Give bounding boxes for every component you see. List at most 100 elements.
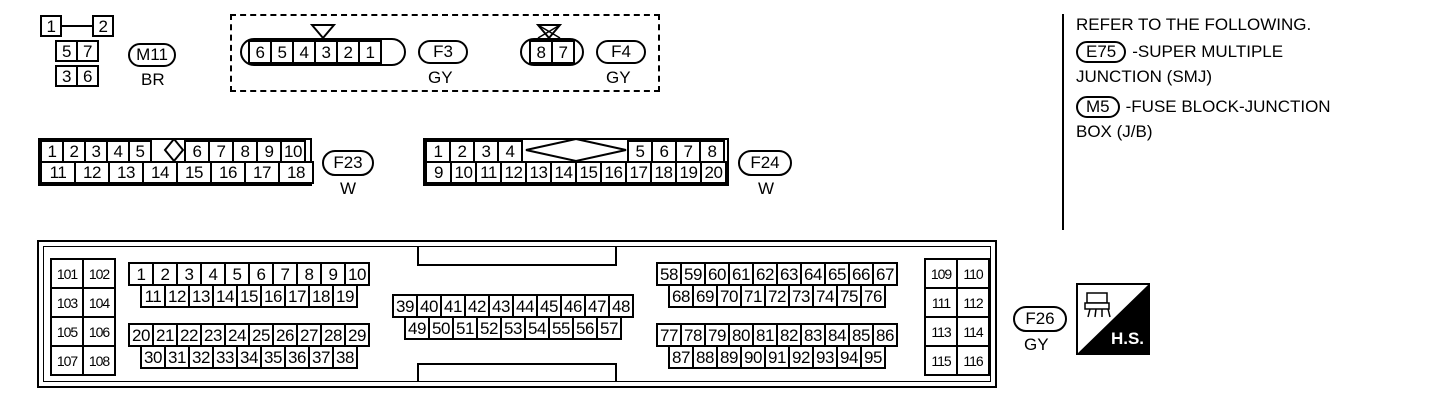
pin-m11-6: 6 [76, 65, 99, 87]
pin-f23-11: 11 [40, 161, 76, 184]
pin-f24-7: 7 [675, 140, 701, 163]
pin-f26-18: 18 [308, 284, 334, 308]
lock-tab-f4-icon [536, 24, 562, 40]
pin-f24-4: 4 [497, 140, 523, 163]
pin-f26-109: 109 [924, 258, 958, 289]
pin-f26-33: 33 [212, 345, 238, 369]
pin-f24-1: 1 [425, 140, 451, 163]
pin-f23-14: 14 [142, 161, 178, 184]
pin-f3-6: 6 [248, 40, 272, 64]
pin-f26-39: 39 [392, 294, 418, 318]
pin-f26-72: 72 [764, 284, 790, 308]
pin-m11-1: 1 [40, 15, 62, 37]
pin-f26-16: 16 [260, 284, 286, 308]
pin-f26-59: 59 [680, 262, 706, 286]
reference-heading: REFER TO THE FOLLOWING. [1076, 15, 1312, 34]
pin-f24-9: 9 [425, 161, 452, 184]
pin-f26-49: 49 [404, 316, 430, 340]
pin-f26-80: 80 [728, 323, 754, 347]
pin-f26-76: 76 [860, 284, 886, 308]
dashed-enclosure [230, 14, 660, 92]
pin-f26-20: 20 [128, 323, 154, 347]
pin-f26-89: 89 [716, 345, 742, 369]
connector-color-f26: GY [1024, 335, 1049, 354]
pin-f26-82: 82 [776, 323, 802, 347]
pin-f3-3: 3 [314, 40, 338, 64]
pin-f26-14: 14 [212, 284, 238, 308]
pin-f26-8: 8 [296, 262, 322, 286]
connector-color-f3: GY [428, 68, 453, 87]
pin-f26-69: 69 [692, 284, 718, 308]
pin-f26-106: 106 [82, 316, 116, 347]
connector-label-f23: F23 [322, 150, 374, 176]
pin-f26-50: 50 [428, 316, 454, 340]
pin-f24-12: 12 [500, 161, 527, 184]
pin-f26-31: 31 [164, 345, 190, 369]
pin-f26-62: 62 [752, 262, 778, 286]
pin-f26-92: 92 [788, 345, 814, 369]
pin-f26-93: 93 [812, 345, 838, 369]
pin-f26-10: 10 [344, 262, 370, 286]
pin-f26-29: 29 [344, 323, 370, 347]
pin-f26-73: 73 [788, 284, 814, 308]
pin-f26-85: 85 [848, 323, 874, 347]
pin-f23-2: 2 [62, 140, 86, 163]
pin-f23-9: 9 [256, 140, 282, 163]
pin-f26-58: 58 [656, 262, 682, 286]
pin-f26-61: 61 [728, 262, 754, 286]
pin-f26-30: 30 [140, 345, 166, 369]
pin-f23-18: 18 [278, 161, 314, 184]
pin-f26-103: 103 [50, 287, 84, 318]
pin-f26-71: 71 [740, 284, 766, 308]
pin-f23-12: 12 [74, 161, 110, 184]
pin-f26-68: 68 [668, 284, 694, 308]
pin-f24-5: 5 [627, 140, 653, 163]
pin-f26-46: 46 [560, 294, 586, 318]
pin-f26-102: 102 [82, 258, 116, 289]
pin-f26-64: 64 [800, 262, 826, 286]
lock-tab-f23-icon [163, 138, 185, 162]
pin-f26-57: 57 [596, 316, 622, 340]
m11-bridge [62, 25, 92, 27]
pin-f26-108: 108 [82, 345, 116, 376]
pin-m11-5: 5 [55, 40, 78, 62]
pin-f26-81: 81 [752, 323, 778, 347]
pin-f26-45: 45 [536, 294, 562, 318]
pin-f26-114: 114 [956, 316, 990, 347]
pin-f3-2: 2 [336, 40, 360, 64]
connector-label-f4: F4 [596, 40, 646, 64]
pin-f26-104: 104 [82, 287, 116, 318]
pin-f26-9: 9 [320, 262, 346, 286]
pin-f26-113: 113 [924, 316, 958, 347]
reference-text-e75-a: -SUPER MULTIPLE [1132, 42, 1284, 61]
pin-f26-87: 87 [668, 345, 694, 369]
pin-f26-66: 66 [848, 262, 874, 286]
pin-f26-21: 21 [152, 323, 178, 347]
pin-f26-78: 78 [680, 323, 706, 347]
pin-f26-52: 52 [476, 316, 502, 340]
pin-f23-16: 16 [210, 161, 246, 184]
pin-f26-36: 36 [284, 345, 310, 369]
pin-f26-27: 27 [296, 323, 322, 347]
pin-f26-28: 28 [320, 323, 346, 347]
pin-f26-74: 74 [812, 284, 838, 308]
pin-f26-86: 86 [872, 323, 898, 347]
pin-f24-14: 14 [550, 161, 577, 184]
pin-f26-1: 1 [128, 262, 154, 286]
pin-f26-5: 5 [224, 262, 250, 286]
pin-f3-1: 1 [358, 40, 382, 64]
pin-m11-2: 2 [92, 15, 114, 37]
connector-f26-top-notch [417, 246, 617, 266]
connector-label-f24: F24 [738, 150, 792, 176]
reference-item-e75: E75-SUPER MULTIPLE [1076, 41, 1283, 63]
pin-f4-7: 7 [551, 40, 575, 64]
pin-f26-54: 54 [524, 316, 550, 340]
pin-f26-38: 38 [332, 345, 358, 369]
pin-f26-79: 79 [704, 323, 730, 347]
pin-f23-4: 4 [106, 140, 130, 163]
pin-f23-17: 17 [244, 161, 280, 184]
connector-color-f24: W [758, 179, 775, 198]
pin-f26-111: 111 [924, 287, 958, 318]
pin-f26-47: 47 [584, 294, 610, 318]
pin-f3-5: 5 [270, 40, 294, 64]
